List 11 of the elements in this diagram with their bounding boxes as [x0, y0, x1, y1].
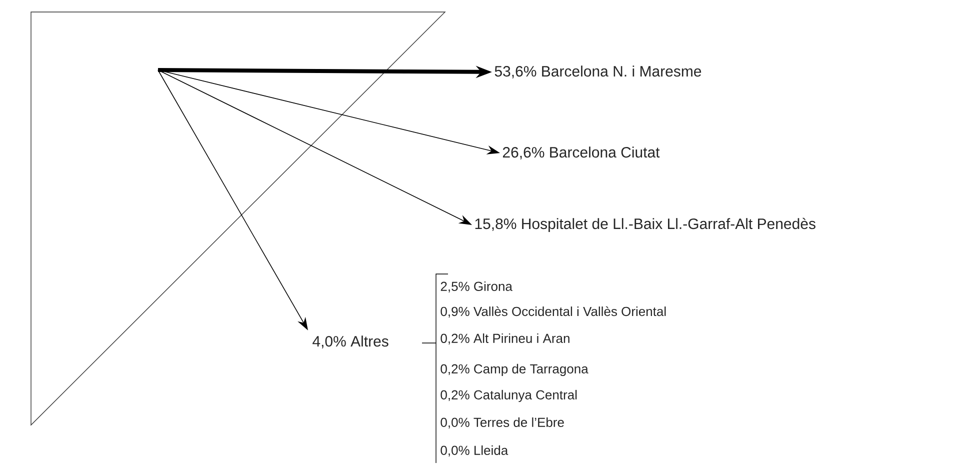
list-item: 2,5% Girona — [440, 281, 512, 293]
list-item: 0,0% Lleida — [440, 445, 508, 457]
list-item: 0,2% Catalunya Central — [440, 390, 577, 402]
region-label: 4,0% Altres — [312, 336, 388, 348]
region-label: 26,6% Barcelona Ciutat — [502, 146, 660, 160]
list-item: 0,9% Vallès Occidental i Vallès Oriental — [440, 306, 666, 318]
region-label: 53,6% Barcelona N. i Maresme — [494, 66, 702, 78]
list-item: 0,2% Alt Pirineu i Aran — [440, 333, 570, 345]
region-label: 15,8% Hospitalet de Ll.-Baix Ll.-Garraf-Alt Penedès — [475, 218, 816, 232]
list-item: 0,0% Terres de l’Ebre — [440, 417, 564, 429]
list-item: 0,2% Camp de Tarragona — [440, 364, 588, 376]
